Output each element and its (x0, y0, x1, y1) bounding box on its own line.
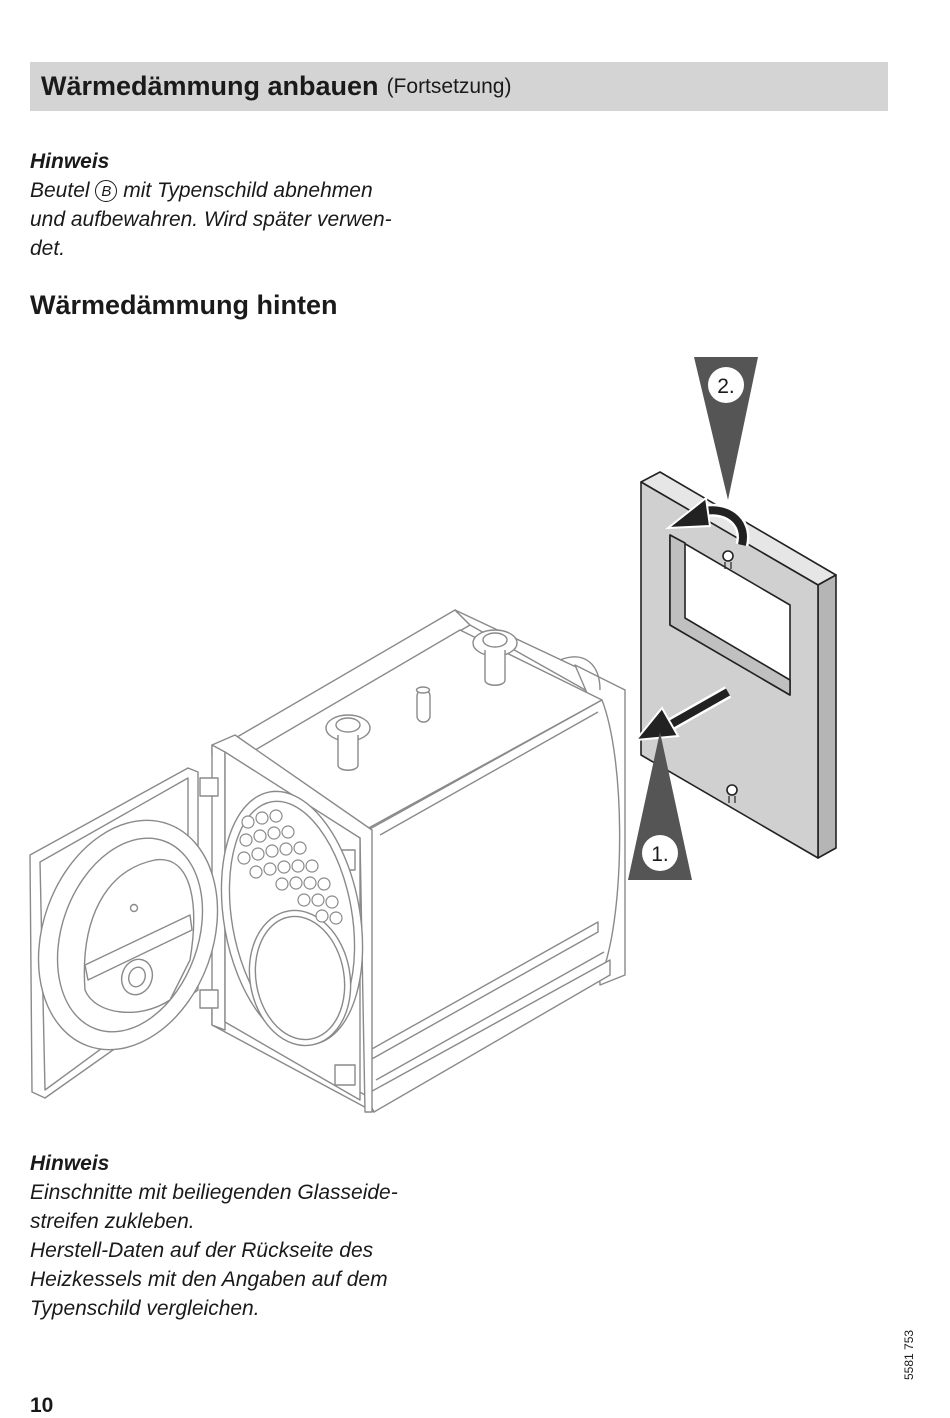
boiler-illustration (29, 609, 626, 1113)
note-line: Einschnitte mit beiliegenden Glasseide- (30, 1181, 398, 1204)
note-line: det. (30, 237, 66, 260)
arrow-left-icon (633, 686, 732, 742)
section-title: Wärmedämmung hinten (30, 290, 338, 320)
section-header-bar: Wärmedämmung anbauen (Fortsetzung) (30, 62, 888, 111)
note-seal-cuts: Hinweis Einschnitte mit beiliegenden Gla… (30, 1149, 398, 1323)
marker-b-icon: B (95, 180, 118, 202)
document-number: 5581 753 (902, 1329, 916, 1380)
note-line: Beutel B mit Typenschild abnehmen (30, 179, 373, 202)
rear-insulation-illustration: 2. 1. (29, 357, 837, 1113)
note-line: streifen zukleben. (30, 1210, 195, 1233)
page-number: 10 (30, 1394, 54, 1417)
step-pointer-icon: 2. 1. (628, 357, 758, 880)
note-bag-typeplate: Hinweis Beutel B mit Typenschild abnehme… (30, 147, 392, 263)
page-title: Wärmedämmung anbauen (41, 71, 379, 101)
note-line: und aufbewahren. Wird später verwen- (30, 208, 392, 231)
note-label: Hinweis (30, 1152, 110, 1175)
note-line: Heizkessels mit den Angaben auf dem (30, 1268, 388, 1291)
curved-arrow-icon (664, 496, 750, 547)
tube-holes (237, 809, 343, 925)
note-line: Typenschild vergleichen. (30, 1297, 260, 1320)
page-subtitle: (Fortsetzung) (386, 74, 512, 98)
step-1-label: 1. (651, 843, 669, 866)
note-line: Herstell-Daten auf der Rückseite des (30, 1239, 374, 1262)
note-label: Hinweis (30, 150, 110, 173)
step-2-label: 2. (717, 375, 735, 398)
